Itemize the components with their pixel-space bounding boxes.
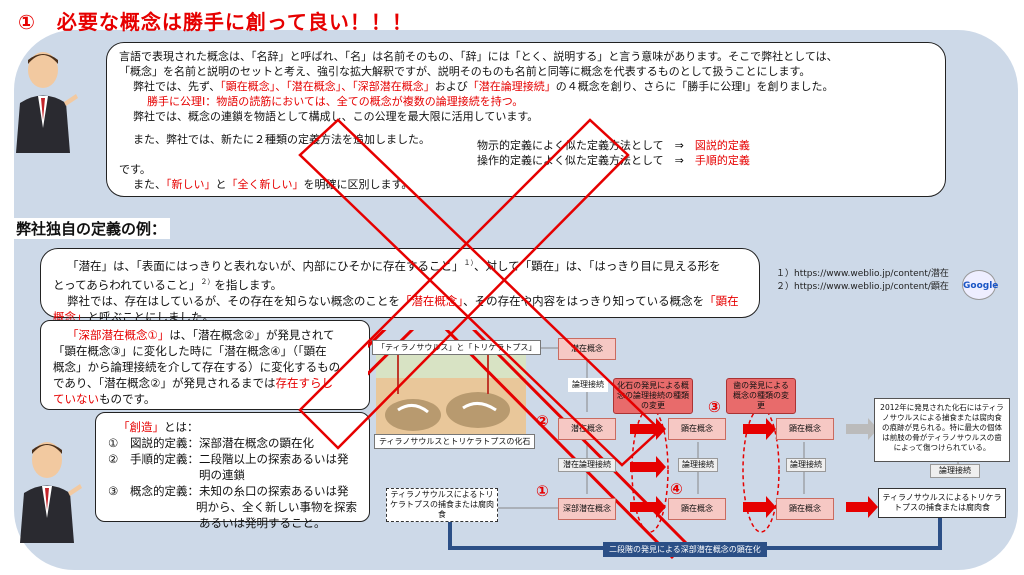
logic-link-label: 論理接続 [568, 378, 608, 392]
manifest-concept-box: 顕在概念 [776, 418, 834, 440]
manifest-concept-box: 顕在概念 [668, 498, 726, 520]
fossil-discovery-tag: 化石の発見による概念の論理接続の種類の変更 [613, 378, 693, 414]
fossil-note: 2012年に発見された化石にはティラノサウルスによる捕食または腐肉食の痕跡が見ら… [874, 398, 1010, 462]
references: １）https://www.weblio.jp/content/潜在 ２）htt… [776, 268, 949, 294]
top-concept-label: 「ティラノサウルス」と「トリケラトプス」 [372, 340, 542, 355]
marker-2: ② [536, 412, 549, 430]
logic-link-label: 論理接続 [786, 458, 826, 472]
marker-3: ③ [708, 398, 721, 416]
axiom-line: 勝手に公理Ⅰ：物語の読筋においては、全ての概念が複数の論理接続を持つ。 [147, 95, 524, 108]
intro-line-2: 「概念」を名前と説明のセットと考え、強引な拡大解釈ですが、説明そのものも名前と同… [119, 65, 811, 78]
right-prey-box: ティラノサウルスによるトリケラトプスの捕食または腐肉食 [878, 488, 1006, 518]
marker-1: ① [536, 482, 549, 500]
fossil-label: ティラノサウルスとトリケラトプスの化石 [374, 434, 536, 449]
presenter-icon [16, 52, 78, 153]
intro-line-5: 弊社では、概念の連鎖を物語として構成し、この公理を最大限に活用しています。 [133, 110, 539, 123]
intro-line-1: 言語で表現された概念は、「名辞」と呼ばれ、「名」は名前そのもの、「辞」には「とく… [119, 50, 838, 63]
intro-line-3: 弊社では、先ず、「顕在概念」、「潜在概念」、「深部潜在概念」および「潜在論理接続… [133, 80, 834, 93]
logic-link-label: 論理接続 [930, 464, 980, 478]
manifest-concept-box: 顕在概念 [668, 418, 726, 440]
presenter-icon [20, 442, 82, 543]
reference-link-1[interactable]: １）https://www.weblio.jp/content/潜在 [776, 269, 949, 279]
google-logo-icon: Google [962, 270, 998, 300]
definition-pairs: 物示的定義によく似た定義方法として ⇒ 図説的定義 操作的定義によく似た定義方法… [477, 139, 750, 167]
intro-line-8: また、「新しい」と「全く新しい」を明確に区別します。 [133, 178, 413, 191]
marker-4: ④ [670, 480, 683, 498]
prey-concept-box: ティラノサウルスによるトリケラトプスの捕食または腐肉食 [386, 488, 498, 522]
manifest-concept-box: 顕在概念 [776, 498, 834, 520]
latent-logic-label: 潜在論理接続 [558, 458, 616, 472]
logic-link-label: 論理接続 [678, 458, 718, 472]
bottom-flow-label: 二段階の発見による深部潜在概念の顕在化 [603, 542, 767, 557]
reference-link-2[interactable]: ２）https://www.weblio.jp/content/顕在 [776, 282, 949, 292]
page-title: ① 必要な概念は勝手に創って良い！！！ [18, 10, 413, 34]
potential-concept-box: 潜在概念 [558, 418, 616, 440]
concept-diagram: 「ティラノサウルス」と「トリケラトプス」 ティラノサウルスとトリケラトプスの化石… [368, 330, 1014, 570]
intro-bubble: 言語で表現された概念は、「名辞」と呼ばれ、「名」は名前そのもの、「辞」には「とく… [106, 42, 946, 197]
deep-concept-box: 深部潜在概念 [558, 498, 616, 520]
section-title: 弊社独自の定義の例： [12, 218, 171, 239]
tooth-discovery-tag: 歯の発見による概念の種類の変更 [726, 378, 796, 414]
intro-line-7: です。 [119, 163, 151, 176]
